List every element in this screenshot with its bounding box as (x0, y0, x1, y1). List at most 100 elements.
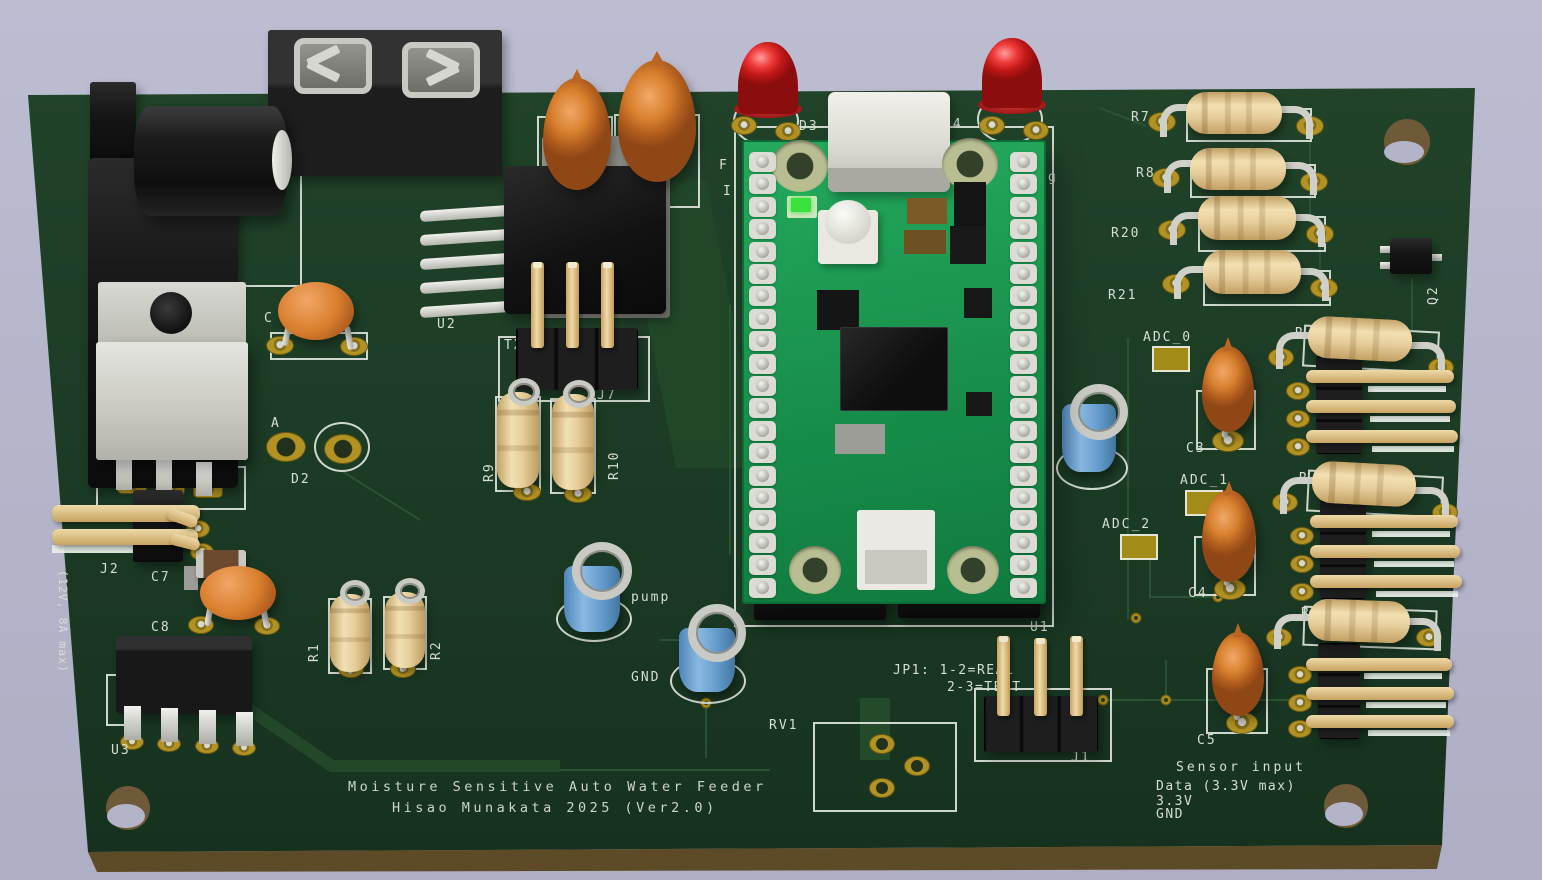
pico-castellated-pin (1010, 510, 1037, 531)
label-c8: C8 (151, 620, 171, 635)
cap-pad (266, 336, 294, 355)
pico-castellated-pin (1010, 532, 1037, 553)
wire-clamp-right (402, 42, 480, 98)
power-rating-text: (12V, 8A max) (56, 570, 70, 674)
label-r-partial-3: R (1301, 606, 1311, 621)
label-j2: J2 (100, 562, 120, 577)
pico-castellated-pin (749, 286, 776, 307)
power-led (787, 196, 817, 218)
label-r10: R10 (607, 450, 622, 480)
rv1-outline (813, 722, 957, 812)
label-c4: C4 (1188, 586, 1208, 601)
label-rv1: RV1 (769, 718, 799, 733)
c3-pad (1212, 430, 1244, 452)
micro-usb-connector (828, 92, 950, 192)
board-edge (88, 845, 1442, 872)
label-r20: R20 (1111, 226, 1141, 241)
pico-castellated-pin (749, 196, 776, 217)
board-title-line1: Moisture Sensitive Auto Water Feeder (348, 779, 767, 795)
c4-capacitor (1202, 490, 1256, 582)
c8-capacitor (200, 566, 276, 620)
sensor1-pad (1286, 382, 1310, 400)
label-c7: C7 (151, 570, 171, 585)
sensor2-pad (1290, 527, 1314, 545)
pico-castellated-pin (1010, 308, 1037, 329)
pico-castellated-pin (749, 174, 776, 195)
pico-castellated-pin (749, 264, 776, 284)
pico-castellated-pin (749, 376, 776, 396)
d2-anode-pad (266, 432, 306, 462)
label-r1: R1 (307, 642, 322, 662)
label-j1: J1 (1071, 750, 1091, 765)
pico-castellated-pin (1010, 398, 1037, 419)
pico-castellated-pin (749, 219, 776, 240)
pico-castellated-pin (749, 241, 776, 262)
smd-part (184, 566, 198, 590)
rp2040-chip (840, 327, 948, 411)
label-d2: D2 (291, 472, 311, 487)
c6-capacitor (618, 60, 696, 182)
label-jp1-line2: 2-3=TEST (947, 680, 1022, 695)
c5-capacitor (1212, 632, 1264, 716)
rv1-pad (869, 778, 895, 798)
label-u2: U2 (437, 317, 457, 332)
label-u3: U3 (111, 743, 131, 758)
bootsel-button-dome (825, 200, 871, 244)
sensor-legend-line4: GND (1156, 807, 1184, 822)
sensor3-pad (1288, 666, 1312, 684)
clamp-chevron-icon (306, 46, 352, 82)
j2-silkline (52, 545, 138, 553)
label-q2: Q2 (1426, 285, 1441, 305)
d2-circle-outline (314, 422, 370, 472)
d2-cathode-pad (324, 434, 362, 464)
label-d3: D3 (799, 119, 819, 134)
pico-castellated-pin (1010, 555, 1037, 576)
pico-castellated-pin (1010, 443, 1037, 464)
label-r8: R8 (1136, 166, 1156, 181)
pico-castellated-pin (749, 443, 776, 464)
pico-castellated-pin (1010, 286, 1037, 307)
c3-capacitor (1202, 346, 1254, 432)
label-r9: R9 (482, 462, 497, 482)
d4-pad (979, 116, 1005, 135)
label-gnd-tp: GND (631, 670, 661, 685)
pico-castellated-pin (749, 331, 776, 352)
barrel (134, 106, 292, 216)
sensor-legend-line3: 3.3V (1156, 794, 1194, 809)
label-a: A (271, 416, 281, 431)
label-r21: R21 (1108, 288, 1138, 303)
pico-bottom-connector (857, 510, 935, 590)
label-g-partial: g (1048, 170, 1058, 185)
label-j7: J7 (597, 388, 617, 403)
label-adc2: ADC_2 (1102, 517, 1152, 532)
pico-castellated-pin (749, 398, 776, 419)
sensor-legend-line1: Sensor input (1176, 760, 1306, 775)
pico-castellated-pin (749, 308, 776, 329)
sensor-legend-line2: Data (3.3V max) (1156, 779, 1296, 794)
label-r7: R7 (1131, 110, 1151, 125)
pico-castellated-pin (749, 420, 776, 441)
pico-castellated-pin (749, 152, 776, 172)
pico-castellated-pin (749, 532, 776, 553)
sensor2-pad (1290, 583, 1314, 601)
pico-mount-hole (789, 546, 841, 594)
mounting-holes (106, 119, 1430, 830)
sensor1-pad (1286, 438, 1310, 456)
label-u1: U1 (1030, 620, 1050, 635)
clamp-chevron-icon (414, 50, 460, 86)
pico-castellated-pin (749, 465, 776, 486)
label-c-partial: C (264, 311, 274, 326)
pico-castellated-pin (1010, 376, 1037, 396)
pico-castellated-pin (749, 555, 776, 576)
sensor1-pad (1286, 410, 1310, 428)
pico-castellated-pin (1010, 331, 1037, 352)
sensor3-pad (1288, 694, 1312, 712)
label-c5: C5 (1197, 733, 1217, 748)
wire-clamp-left (294, 38, 372, 94)
pico-castellated-pin (749, 577, 776, 598)
rv1-pad (869, 734, 895, 754)
pico-castellated-pin (749, 510, 776, 531)
pico-castellated-pin (1010, 488, 1037, 508)
pico-module (742, 92, 1046, 604)
